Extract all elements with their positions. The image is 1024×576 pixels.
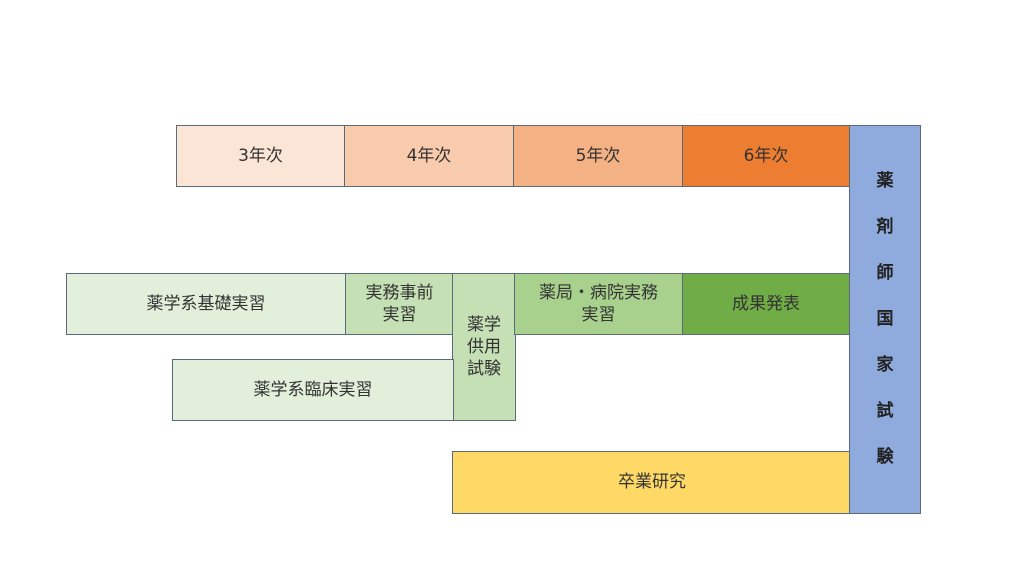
pre-practical-training-box: 実務事前 実習 bbox=[345, 273, 454, 335]
year-3-header: 3年次 bbox=[176, 125, 345, 187]
pharmacy-hospital-practice-box: 薬局・病院実務 実習 bbox=[514, 273, 683, 335]
year-4-header: 4年次 bbox=[344, 125, 514, 187]
exam-char: 試 bbox=[876, 401, 894, 421]
results-presentation-box: 成果発表 bbox=[682, 273, 850, 335]
graduation-research-box: 卒業研究 bbox=[452, 451, 852, 514]
clinical-pharmacy-practice-box: 薬学系臨床実習 bbox=[172, 359, 454, 421]
basic-pharmacy-practice-box: 薬学系基礎実習 bbox=[66, 273, 346, 335]
national-pharmacist-exam-box: 薬 剤 師 国 家 試 験 bbox=[849, 125, 921, 514]
exam-char: 師 bbox=[876, 263, 894, 283]
common-achievement-test-box: 薬学 供用 試験 bbox=[452, 273, 516, 421]
year-6-header: 6年次 bbox=[682, 125, 850, 187]
exam-char: 験 bbox=[876, 447, 894, 467]
exam-char: 剤 bbox=[876, 217, 894, 237]
exam-char: 薬 bbox=[876, 171, 894, 191]
year-5-header: 5年次 bbox=[513, 125, 683, 187]
exam-char: 国 bbox=[876, 309, 894, 329]
exam-char: 家 bbox=[876, 355, 894, 375]
